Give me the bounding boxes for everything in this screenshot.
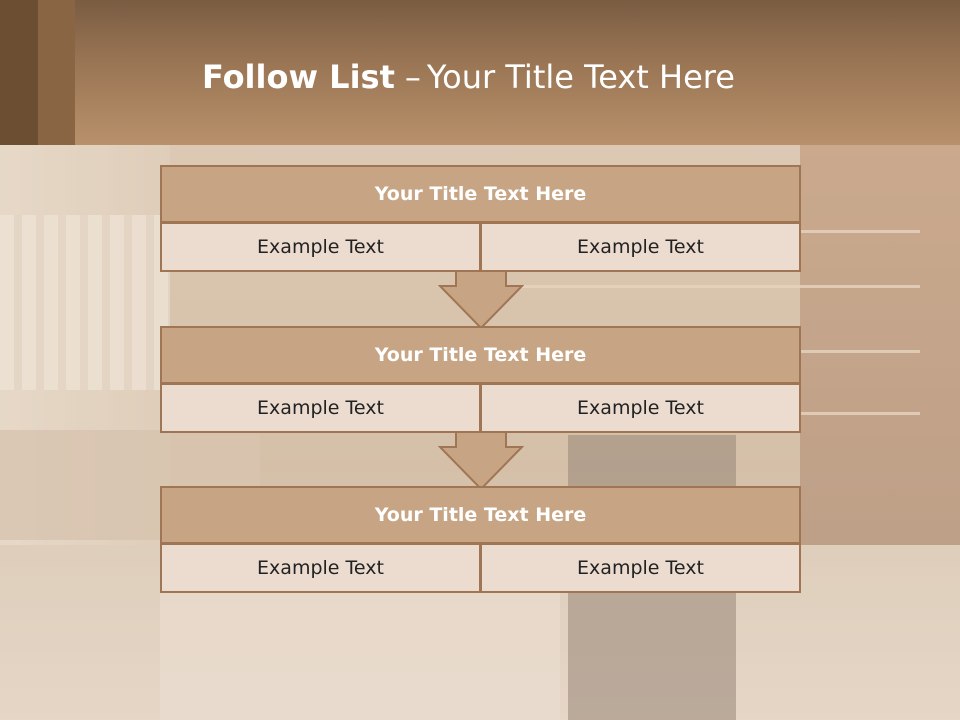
list-block-cell-right: Example Text <box>480 383 801 433</box>
list-block-cell-right: Example Text <box>480 543 801 593</box>
list-block-cell-left: Example Text <box>160 543 481 593</box>
list-block-title: Your Title Text Here <box>160 326 801 384</box>
list-block-cell-left: Example Text <box>160 383 481 433</box>
background-rug <box>160 590 560 720</box>
header-accent-block <box>38 0 75 145</box>
down-arrow-icon <box>438 429 524 491</box>
list-block-cell-right: Example Text <box>480 222 801 272</box>
slide-title-dash: – <box>404 58 421 96</box>
down-arrow-icon <box>438 268 524 330</box>
background-curtain <box>0 215 170 390</box>
slide-title-rest: Your Title Text Here <box>426 58 735 96</box>
list-block-title: Your Title Text Here <box>160 486 801 544</box>
list-block-cell-left: Example Text <box>160 222 481 272</box>
slide-title: Follow List–Your Title Text Here <box>202 54 735 100</box>
header-accent-block <box>0 0 38 145</box>
background-plank-line <box>520 285 920 288</box>
background-wood-wall <box>800 145 960 565</box>
slide-title-bold: Follow List <box>202 58 395 96</box>
list-block-title: Your Title Text Here <box>160 165 801 223</box>
header-band: Follow List–Your Title Text Here <box>0 0 960 145</box>
